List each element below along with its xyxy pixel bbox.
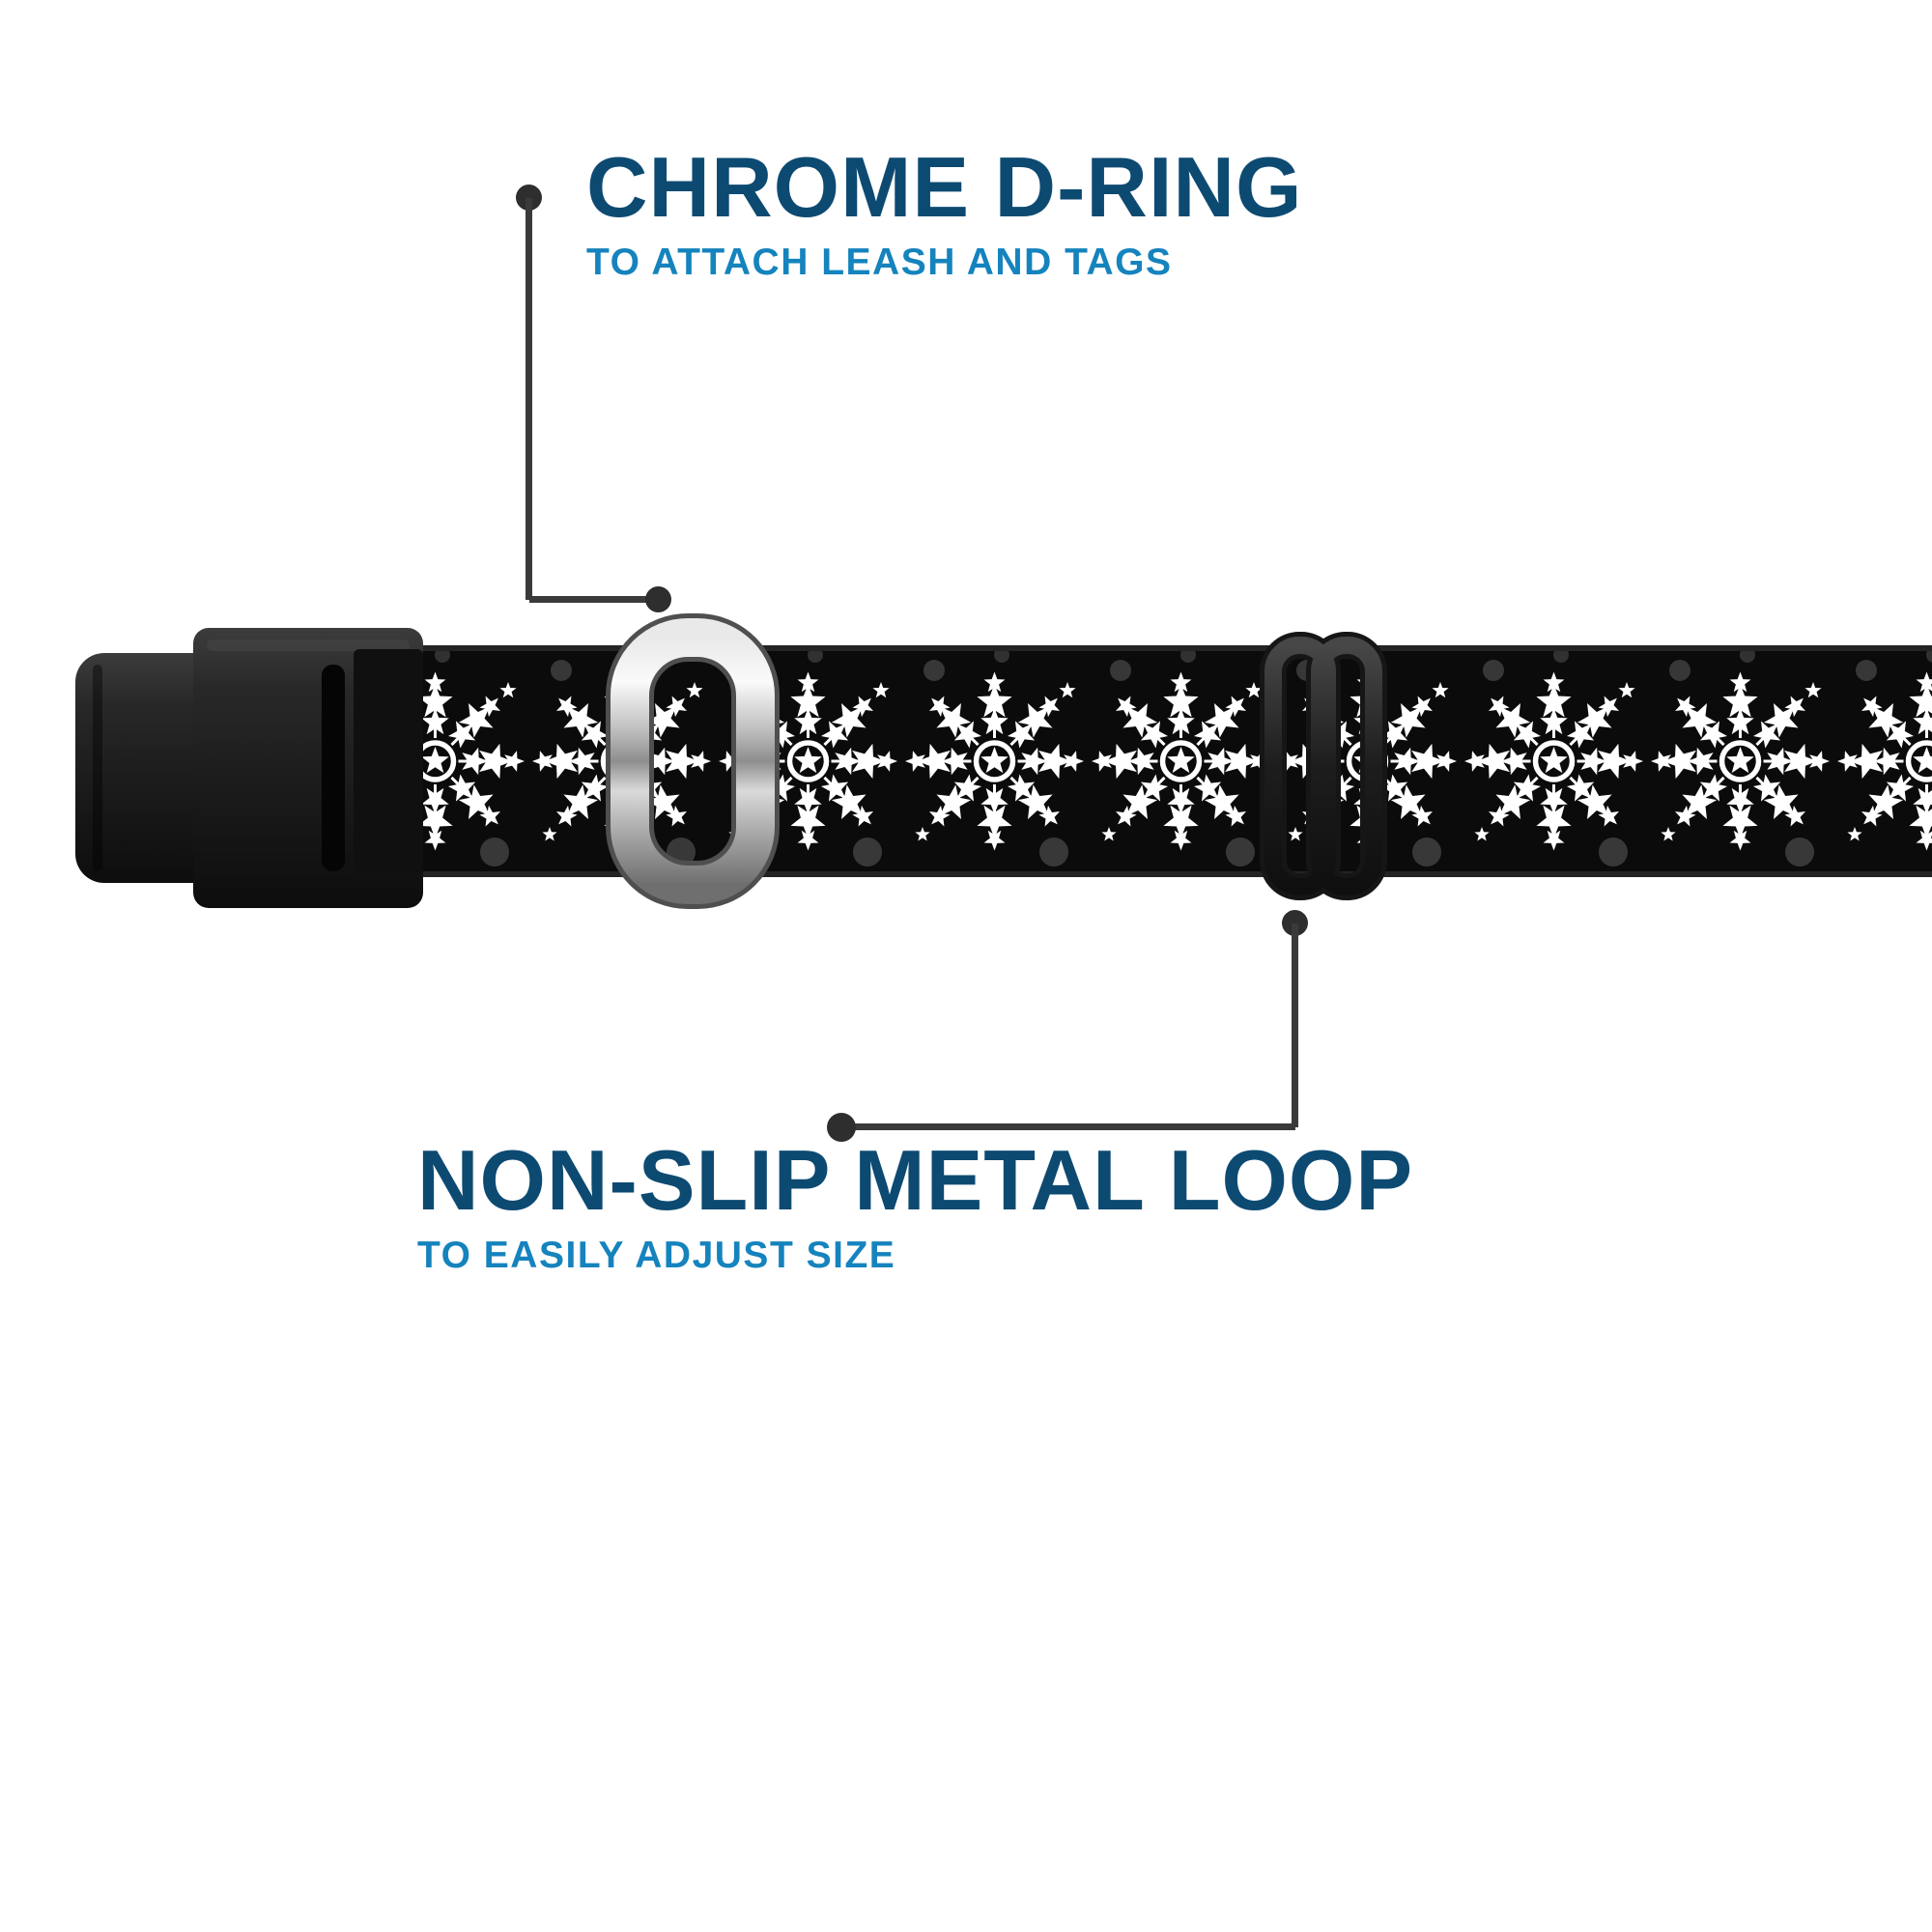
side-release-buckle <box>75 628 423 908</box>
callout-subtitle-top: TO ATTACH LEASH AND TAGS <box>586 242 1173 283</box>
callout-chrome-d-ring: CHROME D-RING TO ATTACH LEASH AND TAGS <box>586 139 1303 283</box>
snowflake-strap <box>328 645 1932 877</box>
chrome-d-ring <box>606 613 780 909</box>
callout-title-top: CHROME D-RING <box>586 139 1303 235</box>
callout-line-horizontal <box>841 1123 1295 1130</box>
callout-dot <box>645 586 671 612</box>
callout-subtitle-bottom: TO EASILY ADJUST SIZE <box>417 1235 896 1276</box>
callout-line-vertical <box>1292 923 1298 1127</box>
callout-line-vertical <box>526 198 532 600</box>
callout-dot <box>827 1113 856 1142</box>
callout-line-horizontal <box>529 596 659 603</box>
metal-loop-slider <box>1260 632 1387 900</box>
callout-title-bottom: NON-SLIP METAL LOOP <box>417 1132 1414 1228</box>
callout-metal-loop: NON-SLIP METAL LOOP TO EASILY ADJUST SIZ… <box>417 1132 1414 1276</box>
